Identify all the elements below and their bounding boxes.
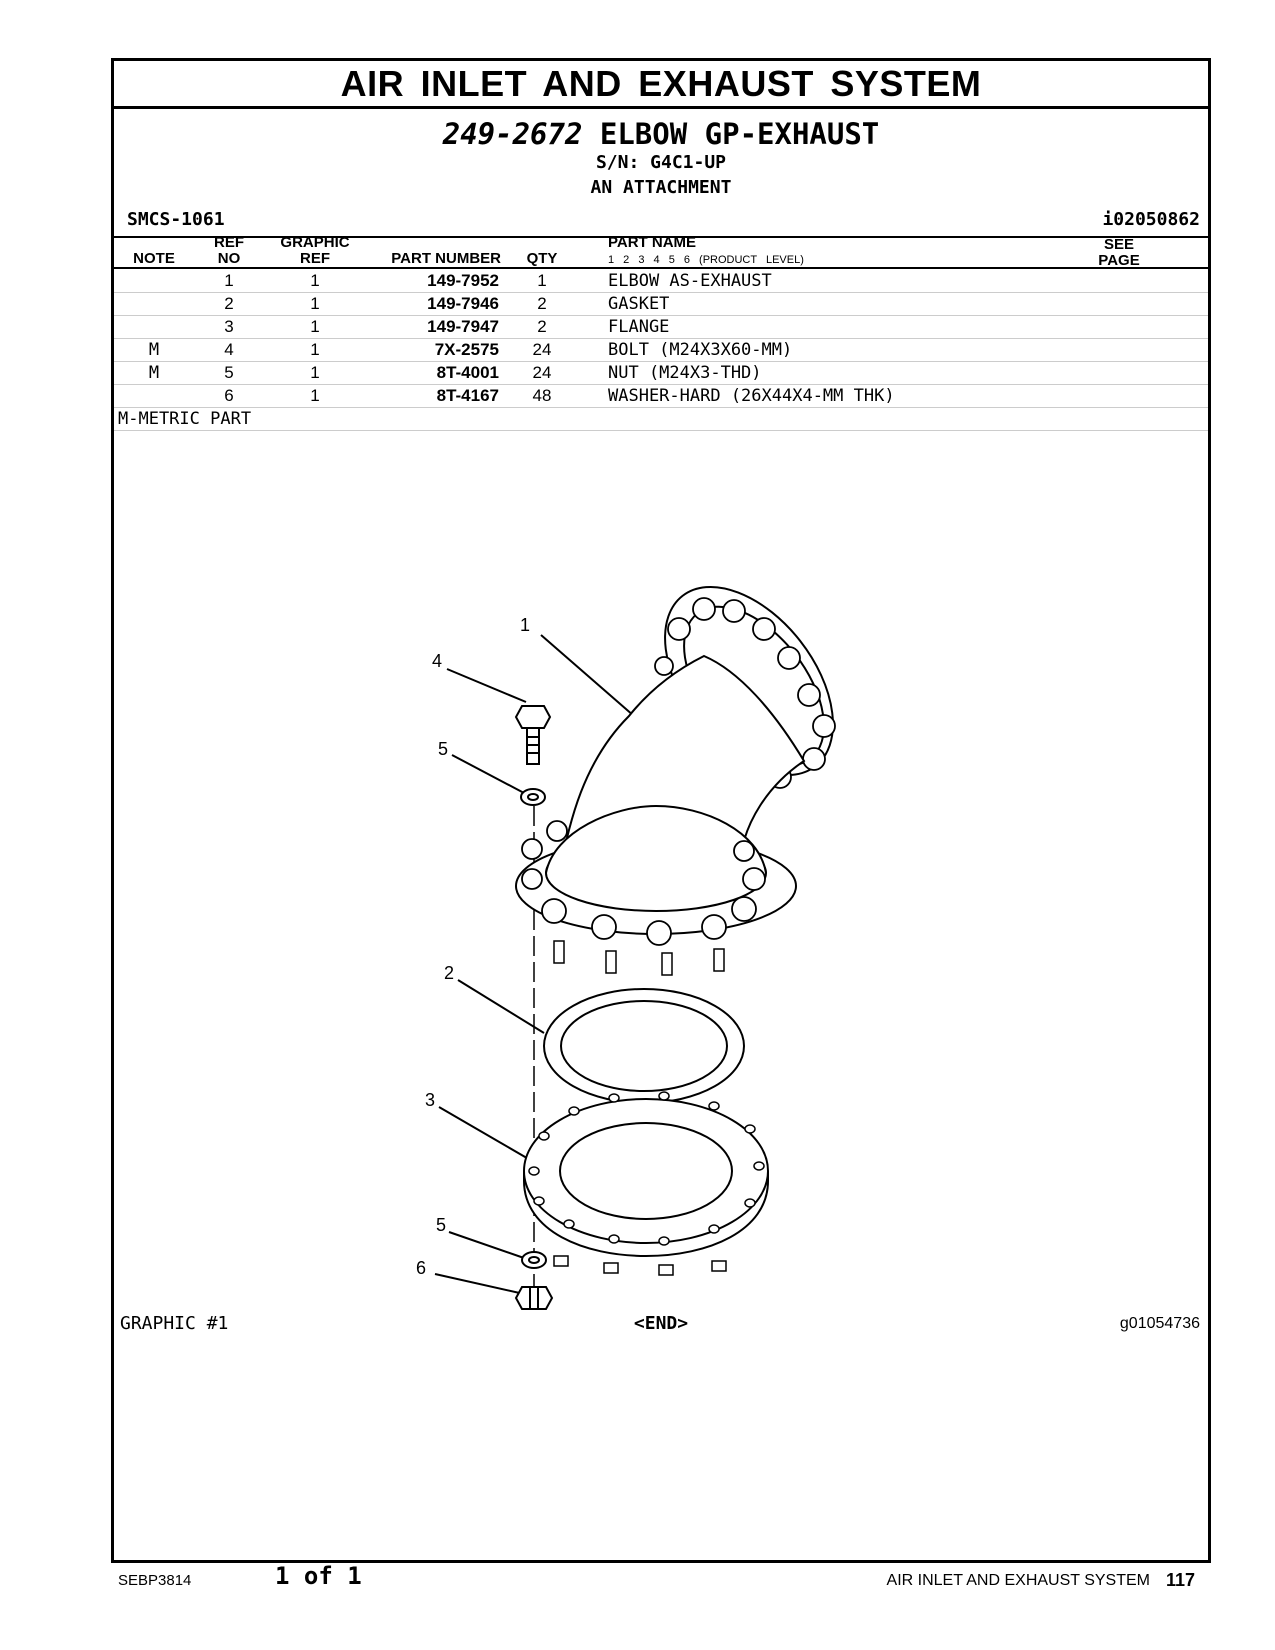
- table-row: M 4 1 7X-2575 24 BOLT (M24X3X60-MM): [114, 338, 1208, 362]
- col-see-page-header-bottom: PAGE: [1098, 252, 1140, 269]
- col-graphic-ref-header: GRAPHIC REF: [274, 235, 356, 267]
- col-graphic-ref-header-bottom: REF: [300, 250, 330, 267]
- cell-graphic-ref: 1: [310, 363, 320, 382]
- footer-section: AIR INLET AND EXHAUST SYSTEM: [886, 1572, 1150, 1589]
- smcs-code: SMCS-1061: [127, 209, 225, 230]
- col-part-name-header: PART NAME: [608, 234, 697, 251]
- cell-ref: 5: [224, 363, 234, 382]
- nut-part: [514, 1286, 554, 1310]
- group-name: ELBOW GP-EXHAUST: [599, 117, 880, 151]
- cell-graphic-ref: 1: [310, 317, 320, 336]
- cell-part-name: FLANGE: [608, 317, 670, 337]
- col-see-page-header: SEE PAGE: [1089, 237, 1149, 269]
- header-rule-top: [114, 236, 1208, 238]
- cell-qty: 1: [537, 271, 547, 290]
- col-ref-header-bottom: NO: [217, 250, 241, 267]
- col-see-page-header-top: SEE: [1103, 236, 1134, 253]
- callout-5-lower: 5: [436, 1215, 446, 1235]
- cell-part-number: 8T-4167: [436, 386, 499, 405]
- col-ref-header: REF NO: [204, 235, 254, 267]
- cell-ref: 1: [224, 271, 234, 290]
- table-row: 2 1 149-7946 2 GASKET: [114, 292, 1208, 316]
- cell-part-number: 8T-4001: [436, 363, 499, 382]
- section-title: AIR INLET AND EXHAUST SYSTEM: [114, 61, 1208, 109]
- leader-line-2: [457, 979, 545, 1034]
- cell-note: M: [148, 340, 160, 360]
- footer-page-of: 1 of 1: [275, 1562, 362, 1590]
- exploded-view-illustration: 1 4 5 2 3 5 6: [416, 585, 836, 1310]
- cell-note: M: [148, 363, 160, 383]
- cell-part-name: ELBOW AS-EXHAUST: [608, 271, 772, 291]
- cell-qty: 24: [532, 363, 552, 382]
- callout-5-upper: 5: [438, 739, 448, 759]
- table-row: M 5 1 8T-4001 24 NUT (M24X3-THD): [114, 361, 1208, 385]
- cell-part-name: NUT (M24X3-THD): [608, 363, 762, 383]
- cell-part-name: BOLT (M24X3X60-MM): [608, 340, 793, 360]
- graphic-label: GRAPHIC #1: [120, 1313, 229, 1334]
- leader-line-5a: [451, 754, 525, 794]
- page-frame: AIR INLET AND EXHAUST SYSTEM 249-2672 EL…: [111, 58, 1211, 1563]
- footnote-row: M-METRIC PART: [114, 407, 1208, 431]
- cell-ref: 6: [224, 386, 234, 405]
- callout-3: 3: [425, 1090, 435, 1110]
- cell-graphic-ref: 1: [310, 271, 320, 290]
- cell-qty: 24: [532, 340, 552, 359]
- cell-part-number: 149-7947: [427, 317, 499, 336]
- leader-line-4: [446, 668, 527, 703]
- washer-lower-part: [521, 1251, 547, 1269]
- cell-qty: 48: [532, 386, 552, 405]
- end-marker: <END>: [633, 1313, 689, 1334]
- header-rule-bottom: [114, 267, 1208, 269]
- footer-doc-number: SEBP3814: [118, 1572, 192, 1589]
- elbow-lower-flange: [515, 804, 797, 976]
- washer-upper-part: [520, 788, 546, 806]
- metric-footnote: M-METRIC PART: [118, 409, 252, 429]
- serial-number: S/N: G4C1-UP: [595, 152, 727, 173]
- leader-line-5b: [448, 1231, 525, 1259]
- callout-4: 4: [432, 651, 442, 671]
- gasket-part: [543, 988, 745, 1104]
- cell-ref: 3: [224, 317, 234, 336]
- attachment-label: AN ATTACHMENT: [590, 177, 732, 198]
- callout-2: 2: [444, 963, 454, 983]
- table-row: 6 1 8T-4167 48 WASHER-HARD (26X44X4-MM T…: [114, 384, 1208, 408]
- cell-graphic-ref: 1: [310, 386, 320, 405]
- table-row: 3 1 149-7947 2 FLANGE: [114, 315, 1208, 339]
- leader-line-3: [438, 1106, 533, 1162]
- cell-qty: 2: [537, 317, 547, 336]
- col-note-header: NOTE: [133, 250, 175, 267]
- cell-part-number: 149-7952: [427, 271, 499, 290]
- footer-page-number: 117: [1165, 1570, 1195, 1590]
- cell-ref: 4: [224, 340, 234, 359]
- leader-line-1: [540, 634, 635, 717]
- callout-1: 1: [520, 615, 530, 635]
- bolt-part: [514, 705, 552, 765]
- cell-part-number: 7X-2575: [434, 340, 499, 359]
- cell-part-number: 149-7946: [427, 294, 499, 313]
- group-part-number: 249-2672: [442, 117, 583, 151]
- callout-6: 6: [416, 1258, 426, 1278]
- col-graphic-ref-header-top: GRAPHIC: [280, 234, 350, 251]
- cell-ref: 2: [224, 294, 234, 313]
- product-level-label: 1 2 3 4 5 6 (PRODUCT LEVEL): [608, 254, 804, 266]
- cell-graphic-ref: 1: [310, 340, 320, 359]
- col-ref-header-top: REF: [214, 234, 244, 251]
- cell-graphic-ref: 1: [310, 294, 320, 313]
- col-part-number-header: PART NUMBER: [391, 250, 501, 267]
- illustration-id: i02050862: [1102, 209, 1200, 230]
- cell-qty: 2: [537, 294, 547, 313]
- leader-line-6: [434, 1273, 525, 1295]
- flange-part: [523, 1091, 769, 1276]
- group-heading: 249-2672 ELBOW GP-EXHAUST: [114, 117, 1208, 151]
- graphic-id: g01054736: [1119, 1315, 1200, 1332]
- cell-part-name: WASHER-HARD (26X44X4-MM THK): [608, 386, 895, 406]
- col-qty-header: QTY: [526, 250, 558, 267]
- cell-part-name: GASKET: [608, 294, 670, 314]
- table-row: 1 1 149-7952 1 ELBOW AS-EXHAUST: [114, 269, 1208, 293]
